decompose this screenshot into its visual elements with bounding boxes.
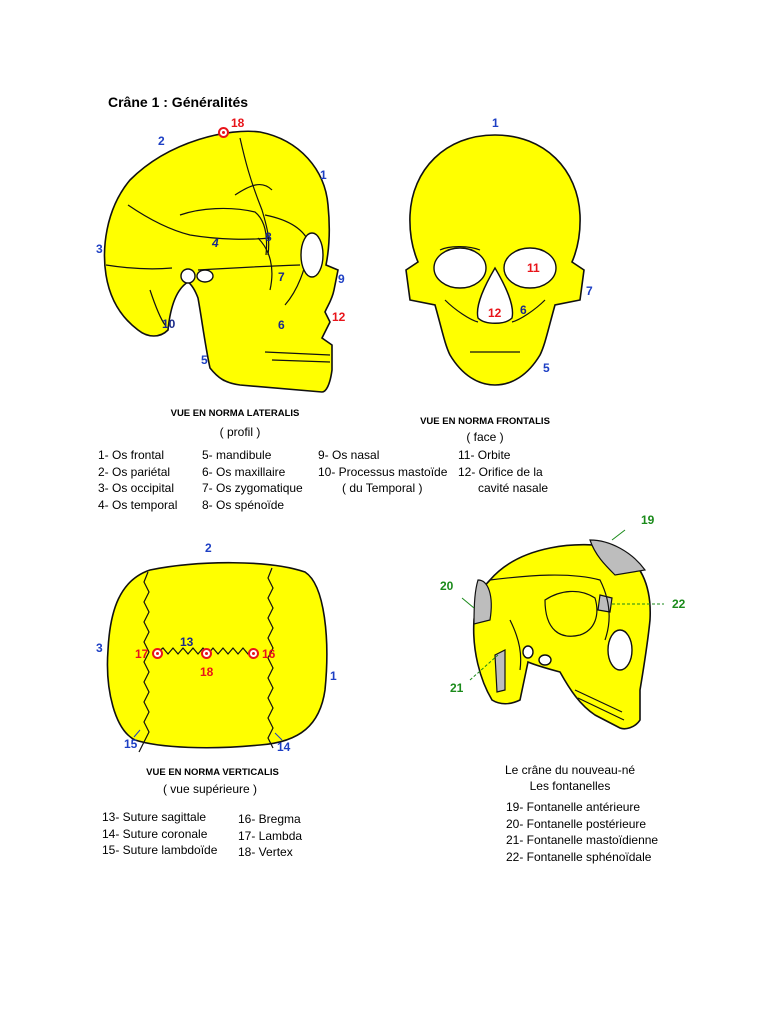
legend-top-col2: 5- mandibule 6- Os maxillaire 7- Os zygo… [202, 447, 303, 513]
legend-item: 6- Os maxillaire [202, 464, 286, 479]
lateral-label-7: 7 [278, 270, 285, 284]
lateral-label-10: 10 [162, 317, 176, 331]
frontal-skull [405, 134, 585, 386]
newborn-label-22: 22 [672, 597, 686, 611]
vertical-label-2: 2 [205, 541, 212, 555]
lateral-label-18: 18 [231, 116, 245, 130]
newborn-legend: 19- Fontanelle antérieure 20- Fontanelle… [506, 799, 658, 865]
legend-item: 14- Suture coronale [102, 826, 208, 841]
lateral-label-5: 5 [201, 353, 208, 367]
vertical-label-18: 18 [200, 665, 214, 679]
legend-item: 4- Os temporal [98, 497, 178, 512]
vertical-view-title: VUE EN NORMA VERTICALIS [146, 767, 279, 778]
lateral-label-8: 8 [265, 230, 272, 244]
newborn-caption: Le crâne du nouveau-né [504, 763, 636, 777]
lateral-view-title: VUE EN NORMA LATERALIS [170, 408, 300, 419]
newborn-label-20: 20 [440, 579, 454, 593]
page-title: Crâne 1 : Généralités [108, 94, 249, 110]
frontal-view-title: VUE EN NORMA FRONTALIS [420, 416, 550, 427]
legend-item: cavité nasale [478, 481, 549, 495]
legend-bottom-col1: 13- Suture sagittale 14- Suture coronale… [102, 809, 217, 859]
green-arrows [461, 529, 664, 681]
legend-item: 17- Lambda [238, 828, 303, 843]
frontal-label-11: 11 [527, 261, 540, 275]
lateral-label-2: 2 [158, 134, 165, 148]
lateral-label-12: 12 [332, 310, 346, 324]
frontal-label-6: 6 [520, 303, 527, 317]
legend-item: 12- Orifice de la [458, 464, 543, 479]
newborn-caption-fontanelles: Les fontanelles [529, 779, 611, 793]
legend-item: 11- Orbite [458, 448, 511, 462]
legend-item: 16- Bregma [238, 812, 301, 826]
lateral-skull [103, 130, 339, 393]
lateral-view-subtitle: ( profil ) [219, 425, 261, 439]
lambda-marker [152, 648, 163, 659]
legend-item: 5- mandibule [202, 448, 272, 462]
frontal-label-7: 7 [586, 284, 593, 298]
frontal-label-1: 1 [492, 116, 499, 130]
vertical-label-3: 3 [96, 641, 103, 655]
legend-item: 20- Fontanelle postérieure [506, 816, 647, 831]
lateral-label-1: 1 [320, 168, 327, 182]
legend-item: 8- Os spénoïde [202, 497, 285, 512]
newborn-label-21: 21 [450, 681, 464, 695]
lateral-label-3: 3 [96, 242, 103, 256]
legend-item: 1- Os frontal [98, 448, 165, 462]
legend-item: 15- Suture lambdoïde [102, 843, 218, 857]
vertical-label-16: 16 [262, 647, 276, 661]
legend-bottom-col2: 16- Bregma 17- Lambda 18- Vertex [238, 811, 302, 861]
newborn-skull [472, 539, 651, 730]
bregma-marker [248, 648, 259, 659]
vertical-skull [106, 561, 328, 753]
frontal-view-subtitle: ( face ) [466, 430, 504, 444]
vertex-marker [218, 127, 229, 138]
legend-item: 18- Vertex [238, 845, 293, 859]
legend-item: ( du Temporal ) [342, 481, 423, 495]
legend-item: 9- Os nasal [318, 448, 380, 462]
legend-item: 3- Os occipital [98, 481, 175, 495]
legend-item: 21- Fontanelle mastoïdienne [506, 833, 659, 847]
legend-item: 13- Suture sagittale [102, 810, 207, 824]
vertex-marker-top [201, 648, 212, 659]
lateral-label-4: 4 [212, 236, 219, 250]
legend-item: 2- Os pariétal [98, 464, 171, 479]
legend-top-col1: 1- Os frontal 2- Os pariétal 3- Os occip… [98, 447, 177, 513]
vertical-label-13: 13 [180, 635, 194, 649]
vertical-view-subtitle: ( vue supérieure ) [162, 782, 258, 796]
legend-top-col3: 9- Os nasal 10- Processus mastoïde ( du … [318, 447, 447, 497]
legend-item: 22- Fontanelle sphénoïdale [506, 849, 652, 864]
lateral-label-6: 6 [278, 318, 285, 332]
vertical-label-15: 15 [124, 737, 138, 751]
pointer-arrows [133, 729, 283, 741]
newborn-label-19: 19 [641, 513, 655, 527]
vertical-label-17: 17 [135, 647, 149, 661]
vertical-label-1: 1 [330, 669, 337, 683]
legend-item: 7- Os zygomatique [202, 481, 303, 495]
legend-item: 19- Fontanelle antérieure [506, 800, 641, 814]
legend-item: 10- Processus mastoïde [318, 464, 448, 479]
legend-top-col4: 11- Orbite 12- Orifice de la cavité nasa… [458, 447, 548, 497]
frontal-label-5: 5 [543, 361, 550, 375]
frontal-label-12: 12 [488, 306, 502, 320]
vertical-label-14: 14 [277, 740, 291, 754]
lateral-label-9: 9 [338, 272, 345, 286]
